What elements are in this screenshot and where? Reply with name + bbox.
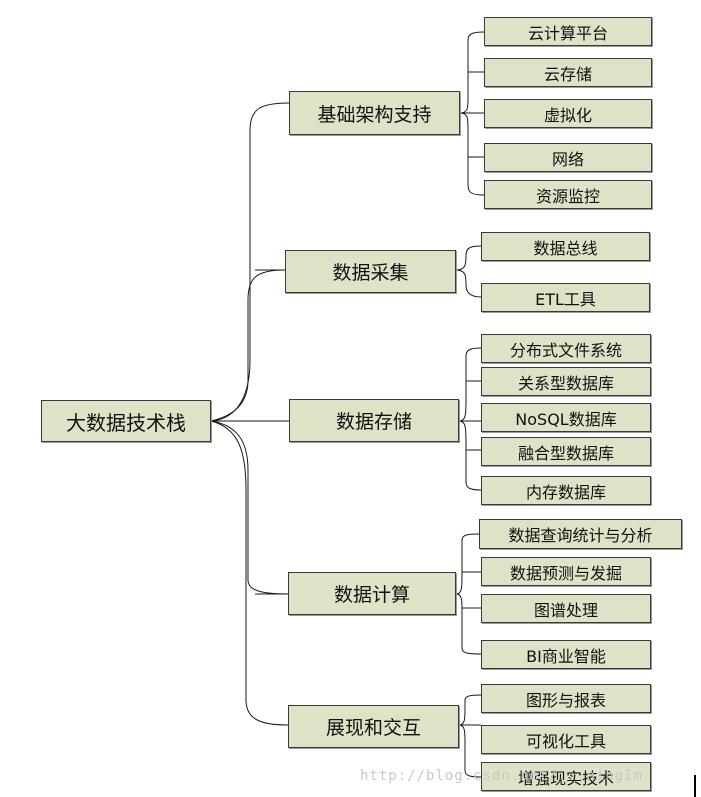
category-data-storage: 数据存储 <box>289 399 459 442</box>
leaf-relational-db: 关系型数据库 <box>481 367 651 396</box>
leaf-query-statistics: 数据查询统计与分析 <box>479 519 682 549</box>
leaf-augmented-reality: 增强现实技术 <box>481 762 651 791</box>
root-node: 大数据技术栈 <box>41 400 211 442</box>
leaf-cloud-computing: 云计算平台 <box>484 17 652 46</box>
leaf-in-memory-db: 内存数据库 <box>481 476 651 505</box>
leaf-network: 网络 <box>484 143 652 172</box>
leaf-resource-monitoring: 资源监控 <box>484 180 652 209</box>
category-data-collection: 数据采集 <box>285 250 456 293</box>
leaf-prediction-mining: 数据预测与发掘 <box>481 557 651 586</box>
category-presentation-interaction: 展现和交互 <box>288 705 459 748</box>
leaf-charts-reports: 图形与报表 <box>481 684 651 713</box>
leaf-cloud-storage: 云存储 <box>484 58 652 87</box>
leaf-etl-tools: ETL工具 <box>481 283 650 312</box>
category-infrastructure: 基础架构支持 <box>289 91 460 135</box>
watermark-url: http://blog.csdn.net/...ningIm <box>360 768 643 784</box>
leaf-visualization-tools: 可视化工具 <box>481 725 651 754</box>
category-data-computing: 数据计算 <box>288 572 456 615</box>
leaf-data-bus: 数据总线 <box>481 232 650 261</box>
leaf-graph-processing: 图谱处理 <box>481 594 651 623</box>
leaf-distributed-fs: 分布式文件系统 <box>481 334 651 363</box>
leaf-converged-db: 融合型数据库 <box>481 437 651 466</box>
text-cursor <box>694 775 696 797</box>
leaf-nosql-db: NoSQL数据库 <box>481 403 651 432</box>
leaf-bi: BI商业智能 <box>481 640 651 669</box>
leaf-virtualization: 虚拟化 <box>484 99 652 128</box>
